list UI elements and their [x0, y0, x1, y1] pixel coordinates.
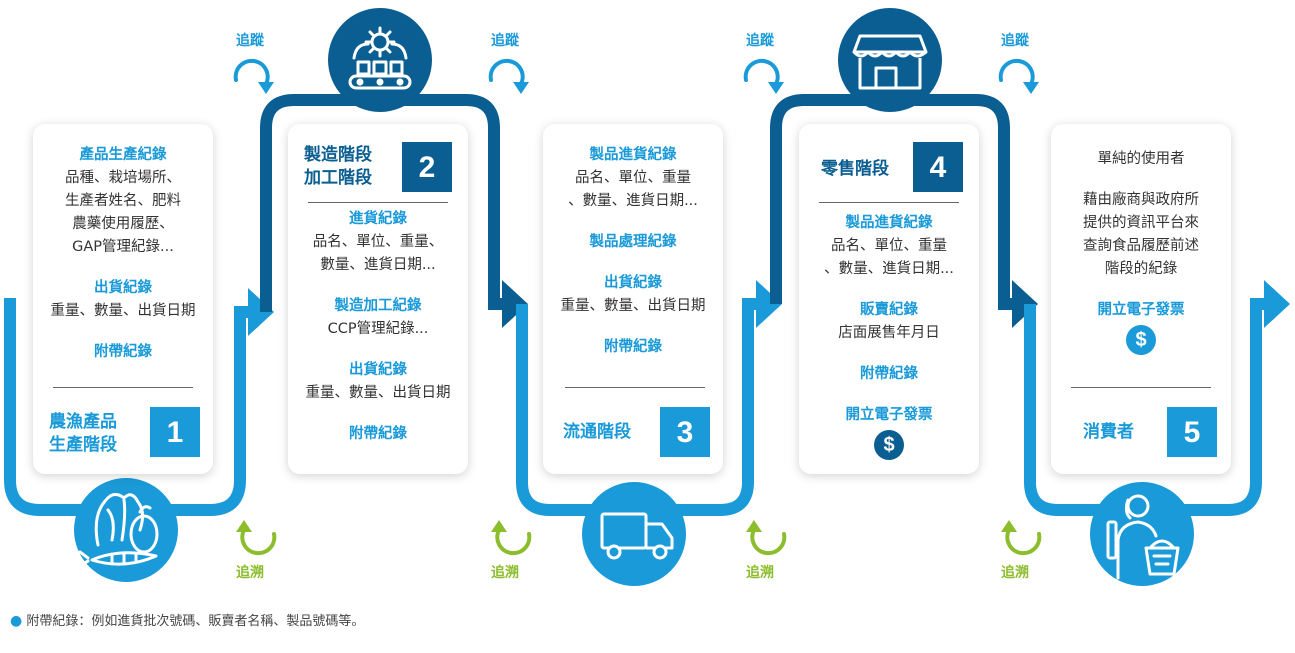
section-line: 藉由廠商與政府所: [1083, 192, 1199, 208]
track-label: 追蹤: [746, 33, 774, 49]
store-icon: [838, 8, 942, 112]
stage-number: 5: [1167, 407, 1217, 457]
stage-number: 3: [660, 407, 710, 457]
section-line: 重量、數量、出貨日期: [560, 298, 706, 314]
flow-line-2: [260, 94, 504, 312]
section-heading: 產品生產紀錄: [79, 147, 167, 163]
trace-label: 追溯: [1001, 565, 1029, 581]
trace-label: 追溯: [236, 565, 264, 581]
flow-arrow-2: [502, 280, 528, 328]
stage-title: 零售階段: [821, 159, 889, 179]
trace-label: 追溯: [746, 565, 774, 581]
dollar-icon: $: [1126, 325, 1156, 355]
footnote: ● 附帶紀錄：例如進貨批次號碼、販賣者名稱、製品號碼等。: [10, 610, 364, 629]
section-heading: 開立電子發票: [845, 407, 933, 423]
bullet-icon: ●: [10, 613, 23, 629]
stage-5-card: 單純的使用者 藉由廠商與政府所 提供的資訊平台來 查詢食品履歷前述 階段的紀錄 …: [1051, 124, 1231, 474]
section-line: 生產者姓名、肥料: [65, 193, 181, 209]
section-heading: 附帶紀錄: [349, 426, 407, 442]
section-line: 數量、進貨日期...: [320, 257, 436, 273]
stage-1-card: 產品生產紀錄 品種、栽培場所、 生產者姓名、肥料 農藥使用履歷、 GAP管理紀錄…: [33, 124, 213, 474]
section-heading: 出貨紀錄: [94, 280, 152, 296]
dollar-icon: $: [874, 430, 904, 460]
section-heading: 附帶紀錄: [860, 366, 918, 382]
flow-arrow-5: [1264, 280, 1290, 328]
stage-4-card: 零售階段 4 製品進貨紀錄 品名、單位、重量 、數量、進貨日期... 販賣紀錄 …: [799, 124, 979, 474]
section-heading: 進貨紀錄: [349, 211, 407, 227]
section-heading: 出貨紀錄: [604, 275, 662, 291]
factory-conveyor-icon: [328, 8, 432, 112]
stage-3-card: 製品進貨紀錄 品名、單位、重量 、數量、進貨日期... 製品處理紀錄 出貨紀錄 …: [543, 124, 723, 474]
stage-number: 4: [913, 142, 963, 192]
section-line: 提供的資訊平台來: [1083, 215, 1199, 231]
track-arrow-icon: [233, 58, 1035, 86]
stage-2-card: 製造階段 加工階段 2 進貨紀錄 品名、單位、重量、 數量、進貨日期... 製造…: [288, 124, 468, 474]
flow-line-3: [516, 298, 758, 516]
footnote-text: 附帶紀錄：例如進貨批次號碼、販賣者名稱、製品號碼等。: [26, 614, 365, 629]
section-line: 品種、栽培場所、: [65, 170, 181, 186]
section-line: 店面展售年月日: [838, 325, 940, 341]
section-heading: 附帶紀錄: [604, 339, 662, 355]
section-line: 、數量、進貨日期...: [824, 261, 954, 277]
track-label: 追蹤: [491, 33, 519, 49]
trace-label: 追溯: [491, 565, 519, 581]
stage-number: 2: [402, 142, 452, 192]
section-line: 單純的使用者: [1097, 151, 1185, 167]
section-heading: 開立電子發票: [1097, 302, 1185, 318]
section-line: 重量、數量、出貨日期: [50, 303, 196, 319]
section-line: 品名、單位、重量: [831, 238, 947, 254]
section-heading: 製品進貨紀錄: [845, 215, 933, 231]
section-heading: 製品處理紀錄: [589, 234, 677, 250]
track-label: 追蹤: [236, 33, 264, 49]
section-line: 階段的紀錄: [1104, 261, 1178, 277]
section-line: 重量、數量、出貨日期: [305, 385, 451, 401]
section-line: 品名、單位、重量: [575, 170, 691, 186]
section-line: GAP管理紀錄...: [72, 239, 174, 255]
flow-arrow-3: [756, 280, 782, 328]
section-heading: 附帶紀錄: [94, 344, 152, 360]
track-label: 追蹤: [1001, 33, 1029, 49]
section-heading: 出貨紀錄: [349, 362, 407, 378]
section-line: 農藥使用履歷、: [72, 216, 174, 232]
section-heading: 製造加工紀錄: [334, 298, 422, 314]
stage-title: 製造階段 加工階段: [304, 145, 372, 188]
stage-title: 流通階段: [563, 422, 631, 442]
vegetables-icon: [74, 478, 178, 582]
flow-line-1: [4, 298, 250, 516]
section-line: 品名、單位、重量、: [312, 234, 444, 250]
section-heading: 販賣紀錄: [860, 302, 918, 318]
stage-title: 農漁產品 生產階段: [49, 412, 117, 455]
stage-title: 消費者: [1083, 422, 1134, 442]
section-line: 、數量、進貨日期...: [568, 193, 698, 209]
section-line: CCP管理紀錄...: [327, 321, 429, 337]
stage-number: 1: [150, 407, 200, 457]
section-heading: 製品進貨紀錄: [589, 147, 677, 163]
flow-line-4: [770, 94, 1014, 310]
flow-diagram: [4, 8, 1290, 586]
flow-line-5: [1024, 298, 1266, 516]
trace-arrow-icon: [240, 528, 1042, 556]
section-line: 查詢食品履歷前述: [1083, 238, 1199, 254]
truck-icon: [582, 482, 686, 586]
shopper-icon: [1090, 482, 1194, 586]
